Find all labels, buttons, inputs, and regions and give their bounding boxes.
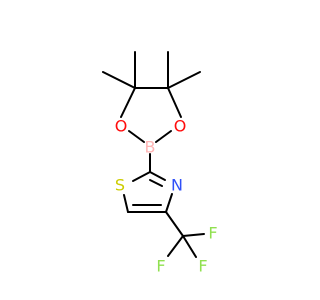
atom-label-layer: O O B S N F F F — [115, 117, 218, 276]
atom-o-left: O — [115, 117, 128, 136]
bond-c5-o2 — [167, 87, 182, 118]
bond-n-c2-double — [149, 179, 163, 187]
atom-sulfur: S — [115, 176, 125, 195]
bond-c2-s — [132, 171, 151, 182]
atom-fluorine-bottom: F — [198, 257, 207, 276]
bond-c4-methyl-left — [102, 71, 136, 89]
atom-fluorine-left: F — [156, 257, 165, 276]
bond-c4-o1 — [120, 87, 136, 118]
atom-o-right: O — [174, 117, 187, 136]
bond-c4-n — [165, 193, 173, 213]
bond-cf3-f-left — [167, 235, 184, 257]
atom-boron: B — [145, 138, 156, 157]
bond-o2-b — [155, 130, 172, 143]
molecule-drawing: O O B S N F F F — [102, 51, 218, 276]
bond-o1-b — [128, 130, 145, 143]
bond-s-c5 — [123, 194, 129, 213]
atom-fluorine-top: F — [208, 224, 217, 243]
bond-c5-methyl-right — [167, 71, 201, 89]
bond-c4-cf3 — [165, 211, 184, 237]
bond-cf3-f-top — [182, 233, 205, 237]
atom-nitrogen: N — [171, 176, 183, 195]
bond-layer — [102, 51, 205, 258]
bond-n-c2 — [149, 171, 166, 181]
structure-diagram: O O B S N F F F — [102, 51, 218, 276]
bond-cf3-f-bottom — [182, 235, 197, 258]
